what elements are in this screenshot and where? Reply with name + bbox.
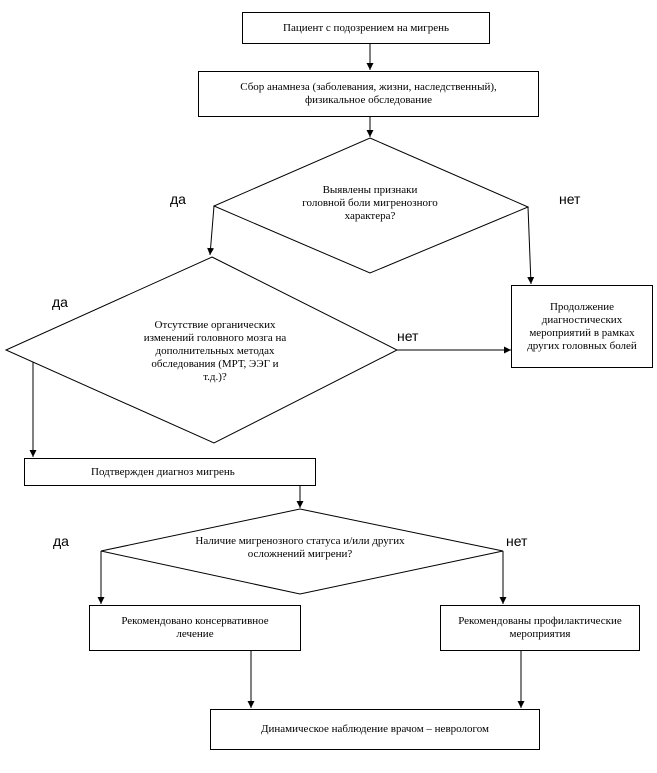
- start-box: Пациент с подозрением на мигрень: [242, 12, 490, 44]
- label-yes-decision3: да: [53, 533, 69, 549]
- label-yes-decision1: да: [170, 191, 186, 207]
- decision-status-shape: [100, 508, 504, 595]
- confirmed-diagnosis-box: Подтвержден диагноз мигрень: [24, 458, 316, 486]
- decision-status-text: Наличие мигренозного статуса и/или други…: [195, 535, 405, 560]
- arrow-decision1-yes: [207, 205, 215, 256]
- continue-diagnostics-box: Продолжение диагностических мероприятий …: [511, 285, 653, 368]
- label-yes-decision2: да: [52, 294, 68, 310]
- decision-migraine-signs-text: Выявлены признаки головной боли мигреноз…: [302, 183, 438, 222]
- arrow-decision1-no: [527, 206, 535, 285]
- observation-box: Динамическое наблюдение врачом – невроло…: [210, 709, 540, 750]
- decision-no-organic-text: Отсутствие органических изменений головн…: [143, 318, 287, 383]
- label-no-decision2: нет: [397, 328, 419, 344]
- label-no-decision3: нет: [506, 533, 528, 549]
- decision-no-organic-shape: [4, 256, 399, 444]
- decision-migraine-signs-shape: [212, 137, 530, 274]
- conservative-treatment-box: Рекомендовано консервативное лечение: [89, 605, 301, 651]
- label-no-decision1: нет: [559, 191, 581, 207]
- anamnesis-box: Сбор анамнеза (заболевания, жизни, насле…: [198, 71, 539, 117]
- preventive-measures-box: Рекомендованы профилактические мероприят…: [440, 605, 640, 651]
